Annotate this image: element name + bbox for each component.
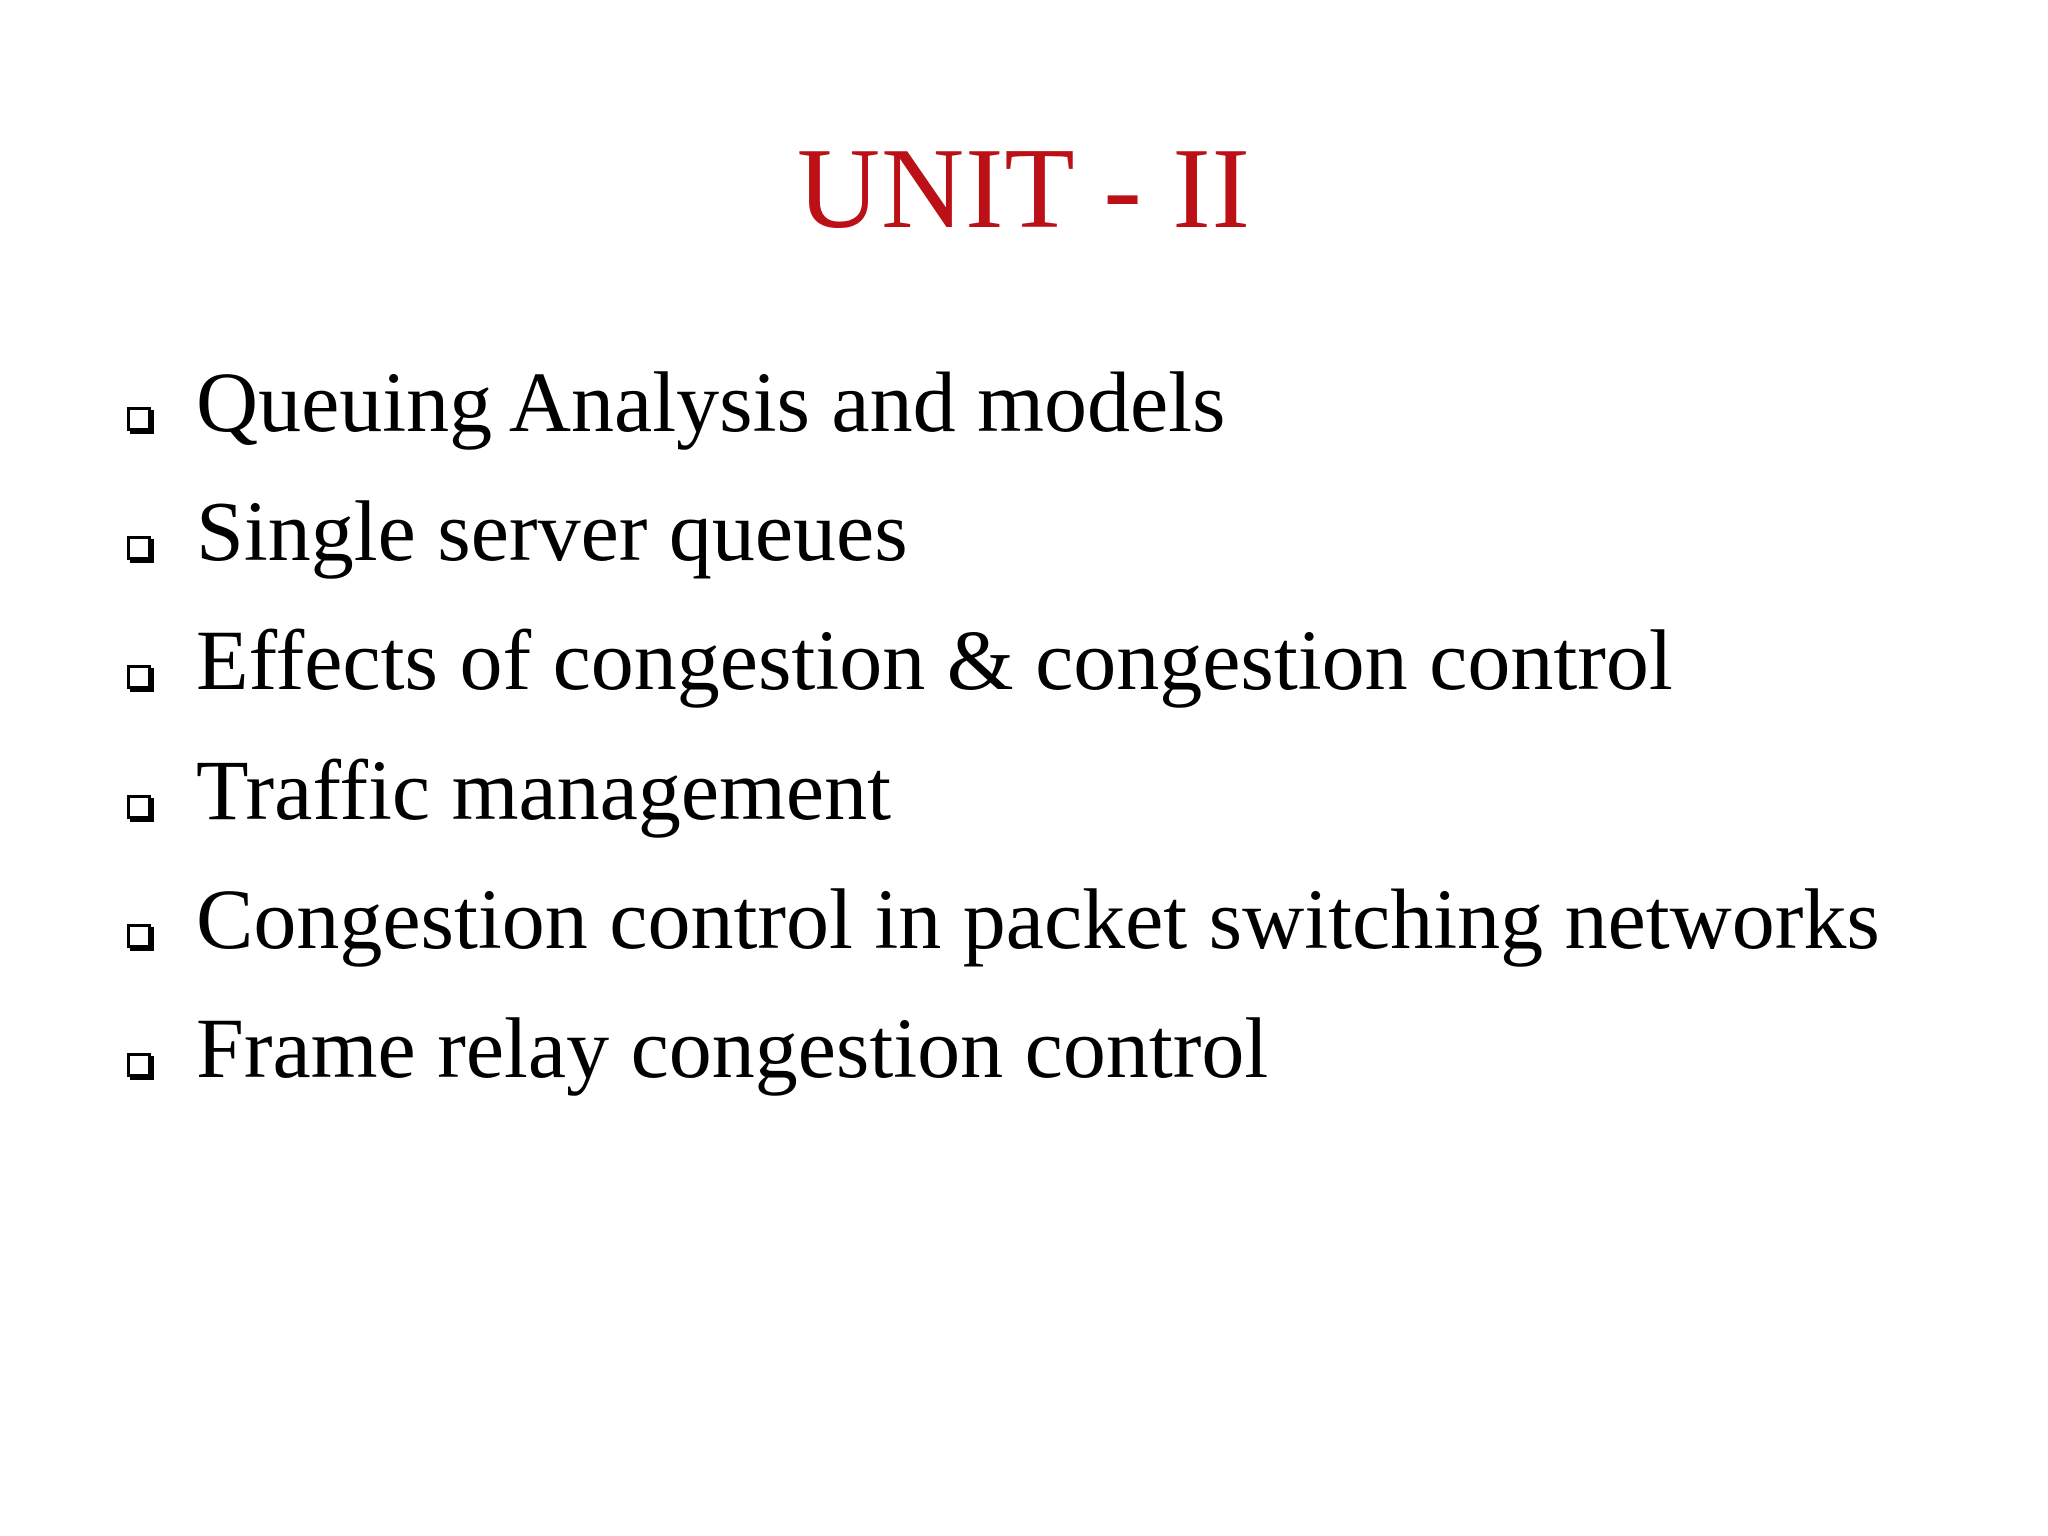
list-item: Queuing Analysis and models: [127, 351, 2048, 454]
list-item: Congestion control in packet switching n…: [127, 868, 2048, 971]
list-item-label: Single server queues: [196, 483, 908, 580]
bullet-list: Queuing Analysis and models Single serve…: [127, 351, 2048, 1100]
list-item-label: Queuing Analysis and models: [196, 354, 1226, 450]
list-item-label: Traffic management: [196, 741, 891, 838]
list-item-label: Congestion control in packet switching n…: [196, 870, 1880, 967]
shadowed-square-bullet-icon: [127, 923, 151, 948]
shadowed-square-bullet-icon: [127, 407, 151, 431]
list-item-label: Frame relay congestion control: [196, 999, 1269, 1096]
shadowed-square-bullet-icon: [127, 1052, 151, 1077]
list-item: Single server queues: [127, 480, 2048, 583]
shadowed-square-bullet-icon: [127, 665, 151, 690]
list-item-label: Effects of congestion & congestion contr…: [196, 612, 1673, 709]
list-item: Effects of congestion & congestion contr…: [127, 609, 2048, 712]
page-title: UNIT - II: [797, 125, 1251, 252]
shadowed-square-bullet-icon: [127, 794, 151, 819]
shadowed-square-bullet-icon: [127, 536, 151, 561]
list-item: Frame relay congestion control: [127, 997, 2048, 1100]
list-item: Traffic management: [127, 739, 2048, 842]
